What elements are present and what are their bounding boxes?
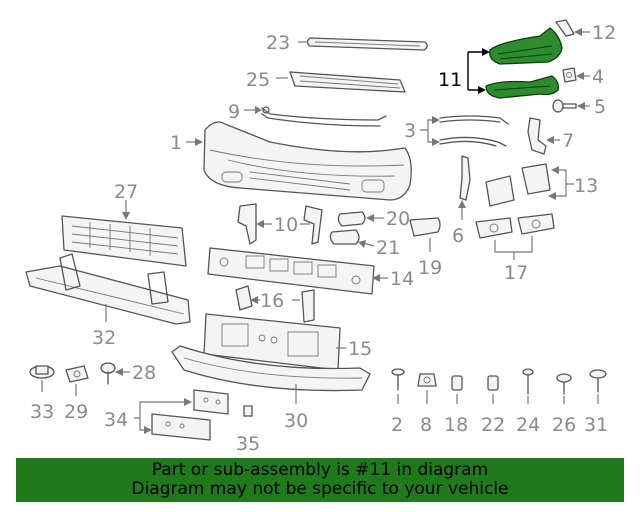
part-19-side-insert[interactable]	[409, 217, 441, 237]
part-27-grille-assembly[interactable]	[61, 215, 187, 267]
part-16-brackets[interactable]	[235, 285, 315, 323]
callout-26: 26	[552, 414, 576, 436]
part-7-bracket[interactable]	[527, 117, 547, 155]
callout-11: 11	[438, 69, 462, 91]
part-13-bracket-pair[interactable]	[485, 163, 551, 207]
callout-30: 30	[284, 410, 308, 432]
callout-4: 4	[592, 66, 604, 88]
callout-21: 21	[376, 237, 400, 259]
part-10-brackets[interactable]	[237, 203, 323, 245]
callout-31: 31	[584, 414, 608, 436]
part-24-screw[interactable]	[522, 368, 534, 395]
part-33-nut[interactable]	[29, 365, 55, 379]
part-26-rivet[interactable]	[556, 373, 572, 395]
callout-18: 18	[444, 414, 468, 436]
callout-2: 2	[391, 414, 403, 436]
callout-16: 16	[260, 290, 284, 312]
callout-17: 17	[504, 262, 528, 284]
info-banner: Part or sub-assembly is #11 in diagram D…	[16, 458, 624, 502]
callout-32: 32	[92, 327, 116, 349]
part-28-pushpin[interactable]	[100, 362, 116, 385]
callout-7: 7	[562, 130, 574, 152]
callout-5: 5	[594, 96, 606, 118]
part-32-bumper-beam[interactable]	[25, 253, 191, 325]
part-18-fastener[interactable]	[451, 375, 463, 391]
callout-22: 22	[481, 414, 505, 436]
part-23-grille-strip[interactable]	[306, 37, 428, 51]
part-6-vertical-strip[interactable]	[459, 155, 471, 201]
callout-15: 15	[348, 338, 372, 360]
part-1-bumper-fascia[interactable]	[203, 121, 412, 201]
part-20-bezel[interactable]	[337, 211, 366, 227]
banner-line-disclaimer: Diagram may not be specific to your vehi…	[131, 479, 509, 499]
callout-20: 20	[386, 208, 410, 230]
part-9-upper-bar[interactable]	[261, 106, 387, 127]
callout-9: 9	[228, 101, 240, 123]
callout-8: 8	[420, 414, 432, 436]
part-14-support-panel[interactable]	[207, 247, 375, 295]
part-21-bezel[interactable]	[329, 229, 360, 245]
callout-29: 29	[64, 401, 88, 423]
callout-6: 6	[452, 225, 464, 247]
callout-34: 34	[104, 409, 128, 431]
part-34-plate-brackets[interactable]	[151, 389, 229, 441]
part-8-nut[interactable]	[417, 373, 437, 387]
callout-27: 27	[114, 181, 138, 203]
part-31-pushpin[interactable]	[589, 369, 607, 393]
part-22-fastener[interactable]	[487, 375, 499, 391]
callout-35: 35	[236, 433, 260, 455]
callout-13: 13	[574, 175, 598, 197]
callout-14: 14	[390, 268, 414, 290]
callout-19: 19	[418, 257, 442, 279]
callout-1: 1	[170, 132, 182, 154]
part-25-grille-insert[interactable]	[289, 71, 406, 93]
part-12-trim-clip[interactable]	[555, 19, 575, 37]
banner-line-part: Part or sub-assembly is #11 in diagram	[151, 460, 489, 480]
part-17-lamp-bezels[interactable]	[475, 213, 555, 239]
part-15-lower-panel[interactable]	[203, 313, 341, 371]
callout-24: 24	[516, 414, 540, 436]
part-35-plug[interactable]	[243, 405, 253, 417]
callout-33: 33	[30, 401, 54, 423]
part-11-highlighted[interactable]	[485, 27, 563, 99]
part-3-trim-strips[interactable]	[439, 115, 509, 147]
callout-12: 12	[592, 22, 616, 44]
callout-28: 28	[132, 362, 156, 384]
part-2-bolt[interactable]	[391, 368, 405, 391]
callout-25: 25	[246, 69, 270, 91]
part-30-lower-valance[interactable]	[171, 345, 371, 392]
part-29-clip[interactable]	[65, 365, 89, 383]
part-5-screw[interactable]	[552, 99, 577, 113]
part-4-clip-nut[interactable]	[562, 67, 577, 83]
parts-diagram: 23 25 9 1 12 11	[25, 19, 616, 455]
callout-23: 23	[266, 32, 290, 54]
callout-3: 3	[404, 120, 416, 142]
callout-10: 10	[274, 214, 298, 236]
